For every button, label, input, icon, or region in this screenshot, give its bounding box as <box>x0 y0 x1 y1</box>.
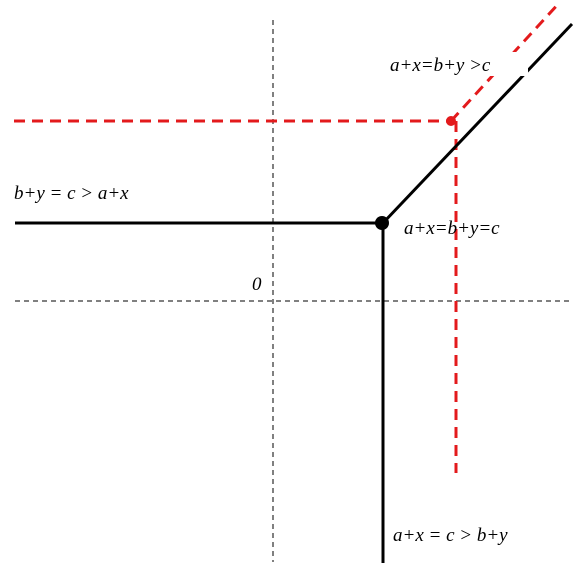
left-region-label: b+y = c > a+x <box>14 183 129 204</box>
tropical-curve <box>15 22 574 563</box>
diagonal-ray <box>381 22 574 225</box>
top-region-label: a+x=b+y >c <box>390 55 491 76</box>
vertex-point <box>375 216 389 230</box>
shifted-vertex-point <box>446 116 456 126</box>
top-label-background <box>388 52 528 76</box>
bottom-region-label: a+x = c > b+y <box>393 525 508 546</box>
vertex-label: a+x=b+y=c <box>404 218 500 239</box>
origin-label: 0 <box>252 274 262 295</box>
